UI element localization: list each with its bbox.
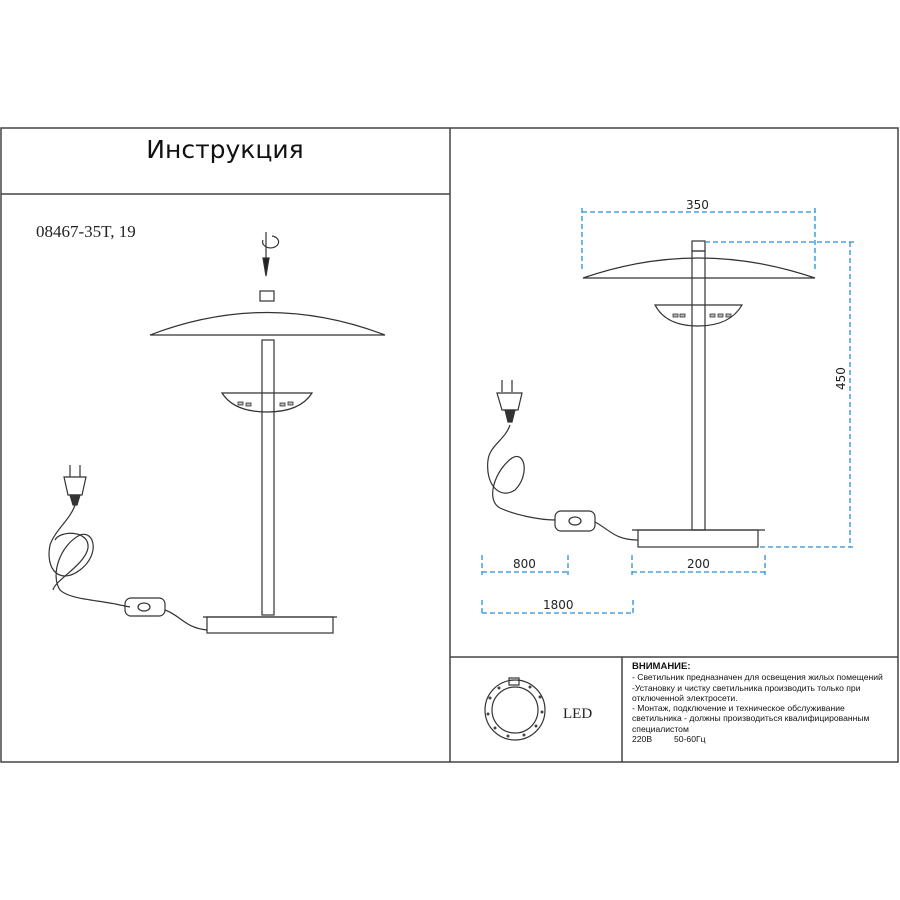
voltage: 220В [632, 734, 653, 745]
warning-line: - Светильник предназначен для освещения … [632, 672, 883, 683]
cord-switch [554, 510, 596, 532]
shade [149, 311, 386, 336]
dim-cord-total: 1800 [543, 598, 574, 612]
power-spec: 220В 50-60Гц [632, 734, 894, 744]
assembly-lamp-drawing [48, 232, 386, 634]
base [637, 529, 759, 548]
dim-cord-to-switch: 800 [513, 557, 536, 571]
shade [582, 257, 816, 279]
model-number: 08467-35T, 19 [36, 222, 136, 241]
dimension-lamp-drawing [487, 240, 816, 548]
warning-line: - Монтаж, подключение и техническое обсл… [632, 703, 870, 734]
plug-icon [63, 465, 87, 506]
dim-height: 450 [834, 367, 848, 390]
dim-shade-width: 350 [686, 198, 709, 212]
top-cap [691, 240, 706, 252]
led-dish [654, 304, 744, 327]
plug-icon [496, 380, 523, 423]
cord [487, 424, 556, 521]
warning-heading: ВНИМАНИЕ: [632, 661, 691, 672]
dimension-lines [481, 208, 855, 615]
light-source-label: LED [563, 706, 593, 722]
warning-line: -Установку и чистку светильника производ… [632, 682, 861, 703]
pole [261, 339, 275, 616]
top-cap [259, 290, 275, 302]
dim-base-width: 200 [687, 557, 710, 571]
warning-block: ВНИМАНИЕ: - Светильник предназначен для … [632, 661, 894, 744]
rotate-screw-icon [261, 232, 280, 277]
base [206, 616, 334, 634]
led-dish [220, 392, 314, 413]
cord [48, 504, 131, 608]
pole [691, 250, 706, 531]
cord-switch [124, 597, 166, 617]
page-title: Инструкция [146, 135, 304, 164]
led-ring-icon [484, 677, 546, 741]
frequency: 50-60Гц [674, 734, 706, 745]
frame [0, 127, 899, 763]
